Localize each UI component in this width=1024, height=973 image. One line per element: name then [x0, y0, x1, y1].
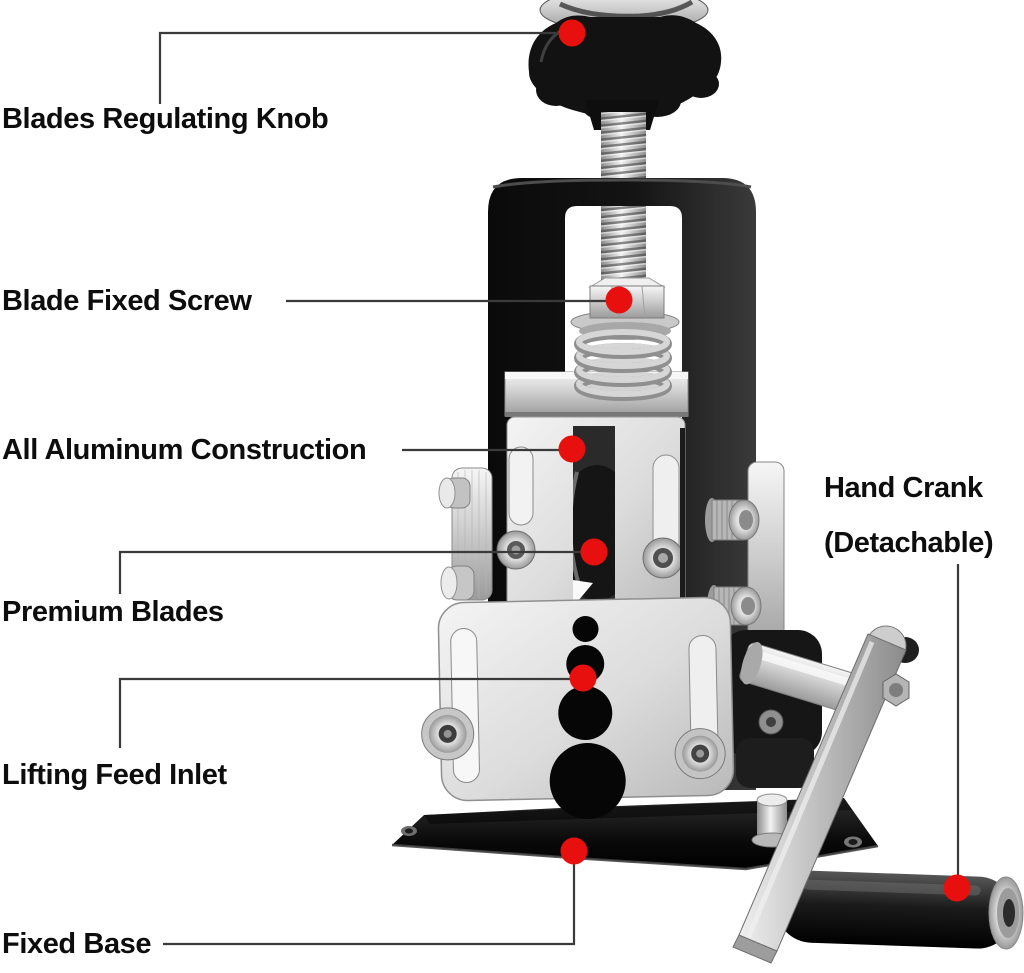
marker-dot-blade-fixed-screw: [605, 286, 633, 314]
label-fixed-base: Fixed Base: [2, 928, 152, 960]
callout-line-lifting-feed-inlet: [118, 677, 576, 748]
feed-inlet-holes: [549, 615, 626, 819]
callout-lines: [118, 31, 960, 946]
label-all-aluminum-construction: All Aluminum Construction: [2, 434, 367, 466]
regulating-knob: [528, 0, 722, 130]
label-premium-blades: Premium Blades: [2, 596, 224, 628]
label-hand-crank-line1: Hand Crank: [824, 472, 983, 504]
left-bracket: [438, 467, 493, 601]
callout-line-blades-regulating-knob: [158, 31, 564, 104]
marker-dot-premium-blades: [580, 538, 608, 566]
callout-line-premium-blades: [118, 550, 587, 594]
label-lifting-feed-inlet: Lifting Feed Inlet: [2, 759, 227, 791]
marker-dot-hand-crank: [943, 874, 971, 902]
label-hand-crank: Hand Crank (Detachable): [824, 472, 994, 559]
label-hand-crank-line2: (Detachable): [824, 527, 994, 559]
shaft-standoff: [751, 793, 793, 848]
marker-dot-all-aluminum: [558, 435, 586, 463]
marker-dot-blades-regulating-knob: [558, 19, 586, 47]
base-plate: [391, 798, 879, 871]
callout-line-fixed-base: [163, 856, 576, 946]
marker-dots: [558, 19, 971, 902]
marker-dot-lifting-feed-inlet: [569, 664, 597, 692]
blade-housing: [496, 416, 686, 614]
feed-plate: [421, 596, 735, 819]
label-blades-regulating-knob: Blades Regulating Knob: [2, 103, 329, 135]
label-blade-fixed-screw: Blade Fixed Screw: [2, 285, 252, 317]
crank-handle: [775, 870, 1024, 950]
crank-arm: [732, 625, 919, 964]
marker-dot-fixed-base: [560, 837, 588, 865]
